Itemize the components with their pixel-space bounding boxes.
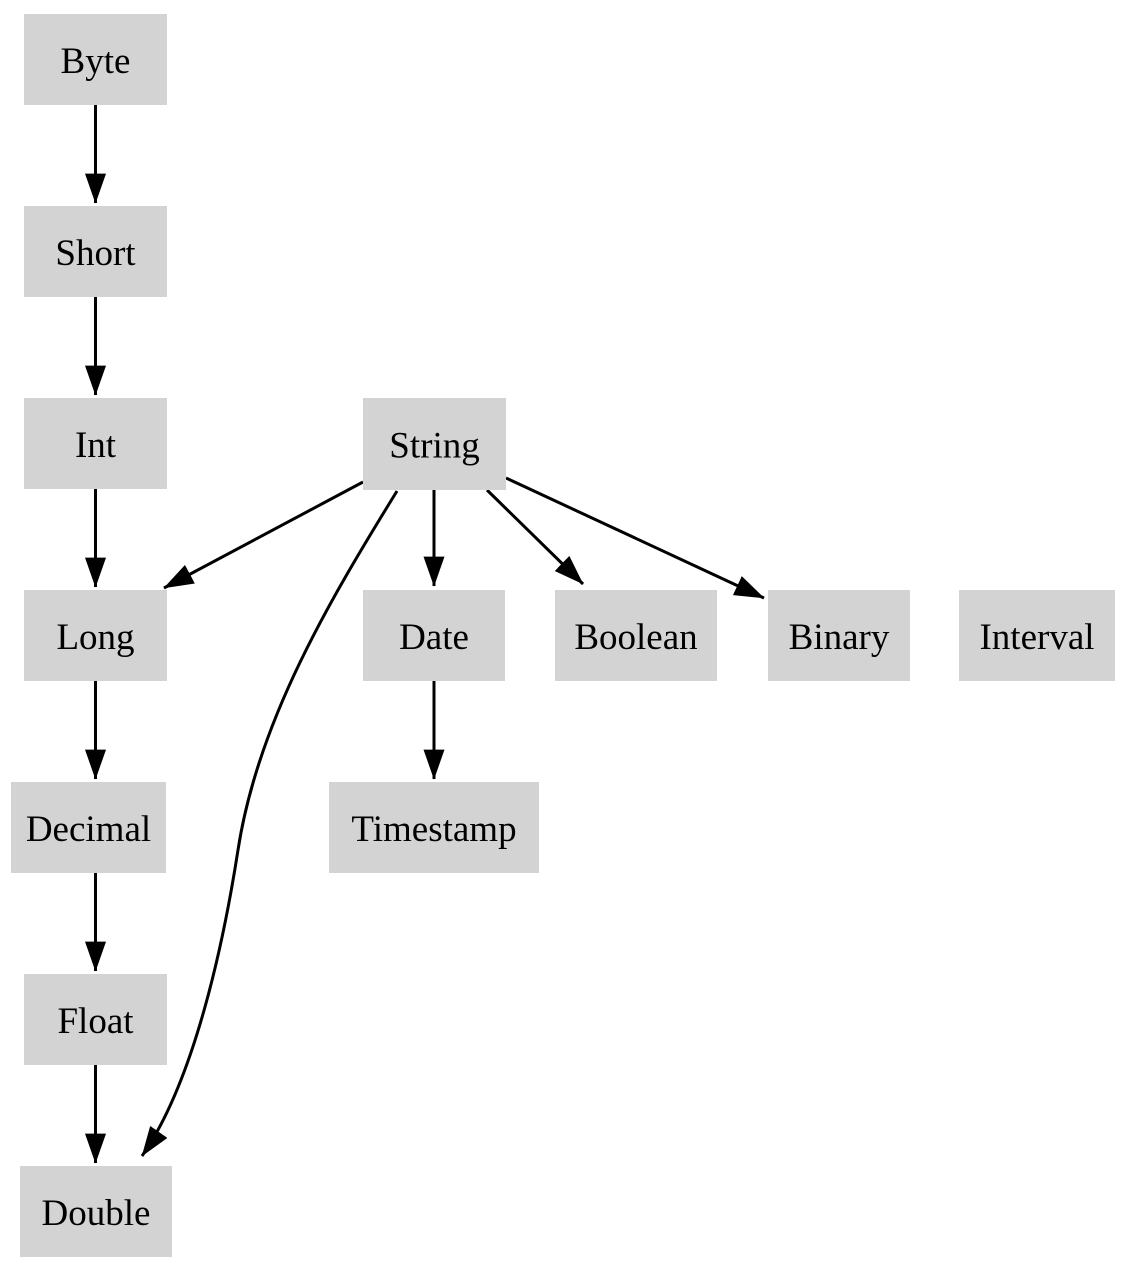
node-label-string: String: [389, 426, 479, 467]
node-binary: Binary: [768, 590, 910, 681]
node-box-boolean: [555, 590, 717, 681]
node-date: Date: [363, 590, 505, 681]
node-box-float: [24, 974, 167, 1065]
edge-string-long: [163, 480, 364, 590]
node-label-double: Double: [42, 1193, 151, 1234]
node-int: Int: [24, 398, 167, 489]
node-long: Long: [24, 590, 167, 681]
node-label-date: Date: [399, 617, 469, 658]
node-label-binary: Binary: [789, 617, 890, 658]
node-boolean: Boolean: [555, 590, 717, 681]
node-box-int: [24, 398, 167, 489]
node-label-boolean: Boolean: [574, 617, 697, 658]
node-box-timestamp: [329, 782, 539, 873]
edges-layer: [85, 104, 765, 1164]
node-label-short: Short: [55, 233, 136, 274]
edge-string-double: [140, 490, 399, 1157]
node-byte: Byte: [24, 14, 167, 105]
node-box-short: [24, 206, 167, 297]
node-box-interval: [959, 590, 1115, 681]
node-box-decimal: [11, 782, 166, 873]
node-float: Float: [24, 974, 167, 1065]
node-label-decimal: Decimal: [26, 809, 151, 850]
node-label-float: Float: [57, 1001, 134, 1042]
edge-string-binary: [505, 476, 765, 600]
node-string: String: [363, 398, 506, 490]
node-label-timestamp: Timestamp: [351, 809, 516, 850]
node-decimal: Decimal: [11, 782, 166, 873]
node-box-byte: [24, 14, 167, 105]
node-interval: Interval: [959, 590, 1115, 681]
node-box-string: [363, 398, 506, 490]
node-short: Short: [24, 206, 167, 297]
edge-string-boolean: [485, 488, 585, 586]
node-label-int: Int: [75, 425, 117, 466]
node-label-byte: Byte: [61, 41, 131, 82]
node-box-date: [363, 590, 505, 681]
node-label-interval: Interval: [979, 617, 1094, 658]
node-box-double: [20, 1166, 172, 1257]
node-timestamp: Timestamp: [329, 782, 539, 873]
node-box-long: [24, 590, 167, 681]
node-double: Double: [20, 1166, 172, 1257]
node-box-binary: [768, 590, 910, 681]
node-label-long: Long: [56, 617, 134, 658]
